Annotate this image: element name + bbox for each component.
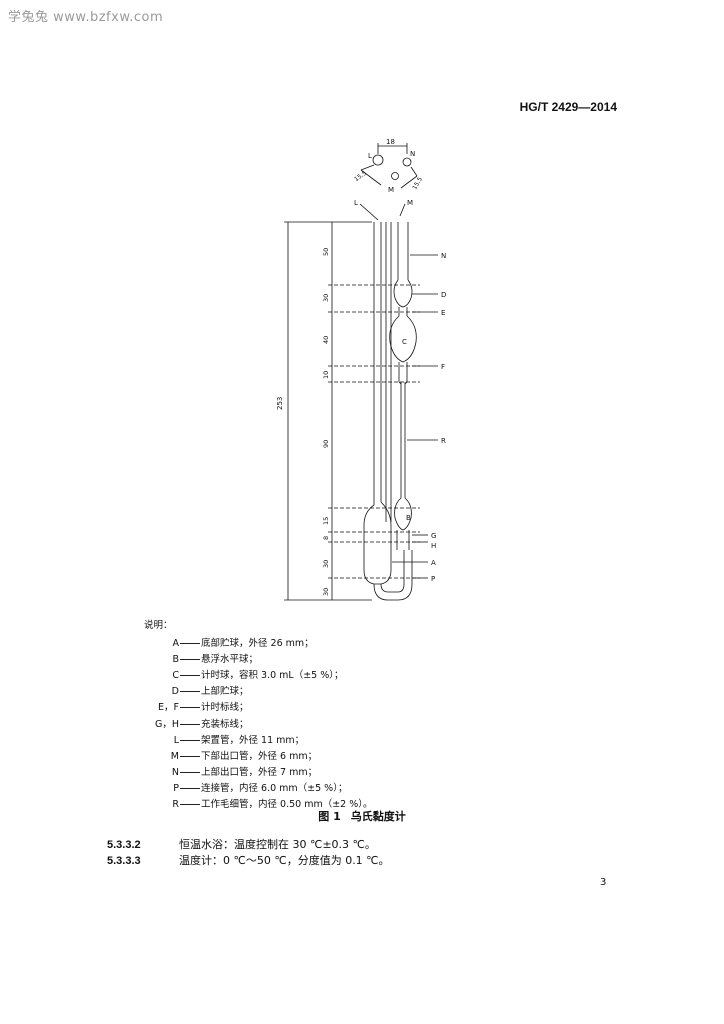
clause-text: 恒温水浴：温度控制在 30 ℃±0.3 ℃。 [179, 838, 376, 851]
callout-e: E [441, 309, 445, 317]
legend-key: D [171, 686, 179, 698]
dim-segment-30b: 30 [322, 560, 330, 568]
legend-text: 计时球，容积 3.0 mL（±5 %）； [201, 670, 344, 682]
top-view-angle-left: 15.5 [353, 170, 368, 184]
figure-title: 乌氏黏度计 [350, 810, 406, 823]
legend-item: B 悬浮水平球； [144, 652, 373, 668]
figure-number: 图 1 [318, 810, 341, 823]
legend-dash [180, 659, 200, 661]
legend-item: L 架置管，外径 11 mm； [144, 733, 373, 749]
bulb-d [393, 279, 413, 308]
dim-segment-10: 10 [322, 371, 330, 379]
connecting-tube-p [373, 550, 413, 601]
clause-text: 温度计：0 ℃～50 ℃，分度值为 0.1 ℃。 [179, 854, 390, 867]
ubbelohde-viscometer-diagram: 18 15.5 15.5 L N M L M 253 50 30 40 10 9… [276, 138, 446, 601]
top-view-tube-l [372, 154, 384, 166]
callout-f: F [441, 363, 445, 371]
legend-dash [180, 739, 200, 741]
legend-key: R [172, 799, 179, 811]
legend-key: E，F [158, 702, 179, 714]
legend-key: C [172, 670, 179, 682]
clause-number: 5.3.3.2 [107, 839, 141, 851]
top-view-label-n: N [410, 150, 415, 158]
legend-item: A 底部贮球，外径 26 mm； [144, 636, 373, 652]
watermark-text: 学兔兔 www.bzfxw.com [8, 10, 164, 25]
legend-item: E，F 计时标线； [144, 700, 373, 716]
figure-caption: 图 1 乌氏黏度计 [0, 808, 724, 824]
top-view-label-l: L [368, 152, 372, 160]
legend-dash [180, 787, 200, 789]
callout-g: G [431, 532, 436, 540]
legend-key: A [172, 638, 180, 650]
legend-dash [180, 707, 200, 709]
clause-5-3-3-2: 5.3.3.2 恒温水浴：温度控制在 30 ℃±0.3 ℃。 [107, 836, 376, 852]
legend-dash [180, 804, 200, 806]
legend-text: 上部出口管，外径 7 mm； [201, 766, 318, 778]
callout-r: R [441, 437, 446, 445]
legend-text: 充装标线； [201, 718, 249, 730]
tube-label-m: M [407, 199, 413, 207]
legend-key: L [173, 734, 179, 746]
dim-segment-30c: 30 [322, 588, 330, 596]
top-view-tube-m [391, 172, 399, 180]
legend-dash [180, 755, 200, 757]
legend-dash [180, 723, 200, 725]
page-number: 3 [600, 877, 607, 888]
legend-key: M [170, 750, 179, 762]
top-view-tube-n [402, 157, 412, 167]
figure-legend: 说明： A 底部贮球，外径 26 mm； B 悬浮水平球； C 计时球，容积 3.0 … [144, 618, 373, 813]
legend-key: B [172, 654, 179, 666]
dim-segment-30: 30 [322, 294, 330, 302]
legend-item: M 下部出口管，外径 6 mm； [144, 749, 373, 765]
legend-item: D 上部贮球； [144, 684, 373, 700]
legend-title: 说明： [144, 620, 173, 631]
tube-label-l: L [354, 199, 358, 207]
legend-dash [180, 691, 200, 693]
legend-item: R 工作毛细管，内径 0.50 mm（±2 %）。 [144, 797, 373, 813]
dim-segment-8: 8 [322, 536, 330, 540]
legend-text: 下部出口管，外径 6 mm； [201, 750, 318, 762]
legend-item: P 连接管，内径 6.0 mm（±5 %）； [144, 781, 373, 797]
legend-text: 底部贮球，外径 26 mm； [201, 638, 314, 650]
bulb-c [389, 315, 417, 363]
legend-text: 计时标线； [201, 702, 249, 714]
legend-item: G，H 充装标线； [144, 717, 373, 733]
overall-height-label: 253 [276, 397, 284, 410]
legend-text: 上部贮球； [201, 686, 249, 698]
callout-n: N [441, 252, 446, 260]
top-view-angle-right: 15.5 [411, 176, 424, 191]
legend-key: G，H [154, 718, 179, 730]
legend-item: N 上部出口管，外径 7 mm； [144, 765, 373, 781]
callout-c: C [402, 338, 407, 346]
callout-p: P [431, 575, 435, 583]
dim-segment-50: 50 [322, 248, 330, 256]
legend-key: P [173, 782, 179, 794]
legend-text: 悬浮水平球； [201, 654, 259, 666]
bulb-a [363, 501, 392, 585]
callout-d: D [441, 291, 446, 299]
top-view-label-m: M [388, 186, 394, 194]
legend-text: 架置管，外径 11 mm； [201, 734, 305, 746]
dim-segment-15: 15 [322, 517, 330, 525]
legend-key: N [171, 766, 179, 778]
callout-b: B [406, 514, 411, 522]
dim-segment-40: 40 [322, 336, 330, 344]
legend-dash [180, 643, 200, 645]
dim-segment-90: 90 [322, 440, 330, 448]
legend-text: 工作毛细管，内径 0.50 mm（±2 %）。 [201, 799, 373, 811]
document-code: HG/T 2429—2014 [519, 100, 617, 114]
clause-number: 5.3.3.3 [107, 855, 141, 867]
clause-5-3-3-3: 5.3.3.3 温度计：0 ℃～50 ℃，分度值为 0.1 ℃。 [107, 852, 390, 868]
legend-item: C 计时球，容积 3.0 mL（±5 %）； [144, 668, 373, 684]
callout-h: H [431, 542, 436, 550]
legend-text: 连接管，内径 6.0 mm（±5 %）； [201, 782, 348, 794]
legend-dash [180, 675, 200, 677]
legend-dash [180, 771, 200, 773]
callout-a: A [431, 559, 436, 567]
top-view-dimension: 18 [386, 138, 395, 146]
bulb-b [394, 497, 412, 531]
